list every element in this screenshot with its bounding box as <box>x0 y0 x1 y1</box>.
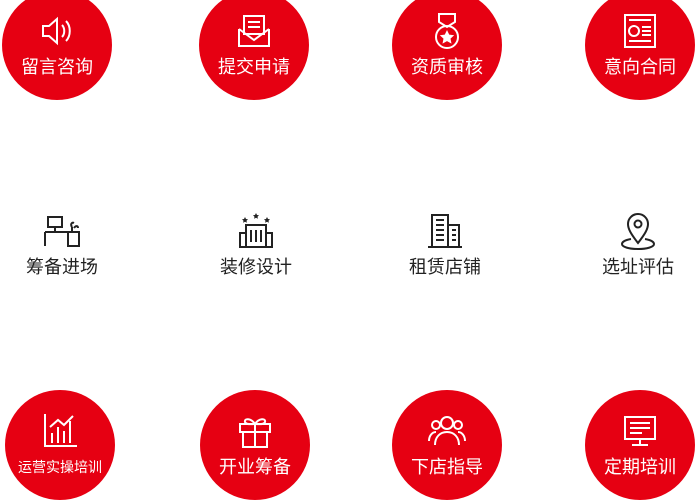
desk-icon <box>44 216 80 247</box>
service-store-guidance[interactable]: 下店指导 <box>392 390 502 500</box>
service-label: 意向合同 <box>604 57 676 78</box>
service-contract[interactable]: 意向合同 <box>585 0 695 100</box>
service-label: 开业筹备 <box>219 457 291 478</box>
building-stars-icon <box>239 213 273 248</box>
service-apply[interactable]: 提交申请 <box>199 0 309 100</box>
office-building-icon <box>428 214 462 248</box>
service-regular-training[interactable]: 定期培训 <box>585 390 695 500</box>
service-label: 租赁店铺 <box>409 257 481 278</box>
service-site-assessment[interactable]: 选址评估 <box>578 200 698 290</box>
service-lease-shop[interactable]: 租赁店铺 <box>385 200 505 290</box>
gift-icon <box>239 418 271 448</box>
service-label: 筹备进场 <box>26 257 98 278</box>
service-operations-training[interactable]: 运营实操培训 <box>5 390 115 500</box>
service-label: 提交申请 <box>218 57 290 78</box>
location-pin-icon <box>620 213 656 251</box>
service-label: 留言咨询 <box>21 57 93 78</box>
bar-chart-icon <box>44 414 77 447</box>
medal-icon <box>435 13 459 49</box>
service-prepare-entry[interactable]: 筹备进场 <box>2 200 122 290</box>
envelope-icon <box>238 15 270 47</box>
people-icon <box>428 416 466 446</box>
service-qualification[interactable]: 资质审核 <box>392 0 502 100</box>
contract-icon <box>624 14 656 48</box>
service-decoration[interactable]: 装修设计 <box>196 200 316 290</box>
service-consult[interactable]: 留言咨询 <box>2 0 112 100</box>
service-label: 下店指导 <box>411 457 483 478</box>
service-label: 选址评估 <box>602 257 674 278</box>
speaker-icon <box>42 16 71 46</box>
monitor-icon <box>624 416 656 446</box>
service-label: 装修设计 <box>220 257 292 278</box>
service-opening-prep[interactable]: 开业筹备 <box>200 390 310 500</box>
service-label: 资质审核 <box>411 57 483 78</box>
service-label: 运营实操培训 <box>18 460 102 476</box>
service-label: 定期培训 <box>604 457 676 478</box>
